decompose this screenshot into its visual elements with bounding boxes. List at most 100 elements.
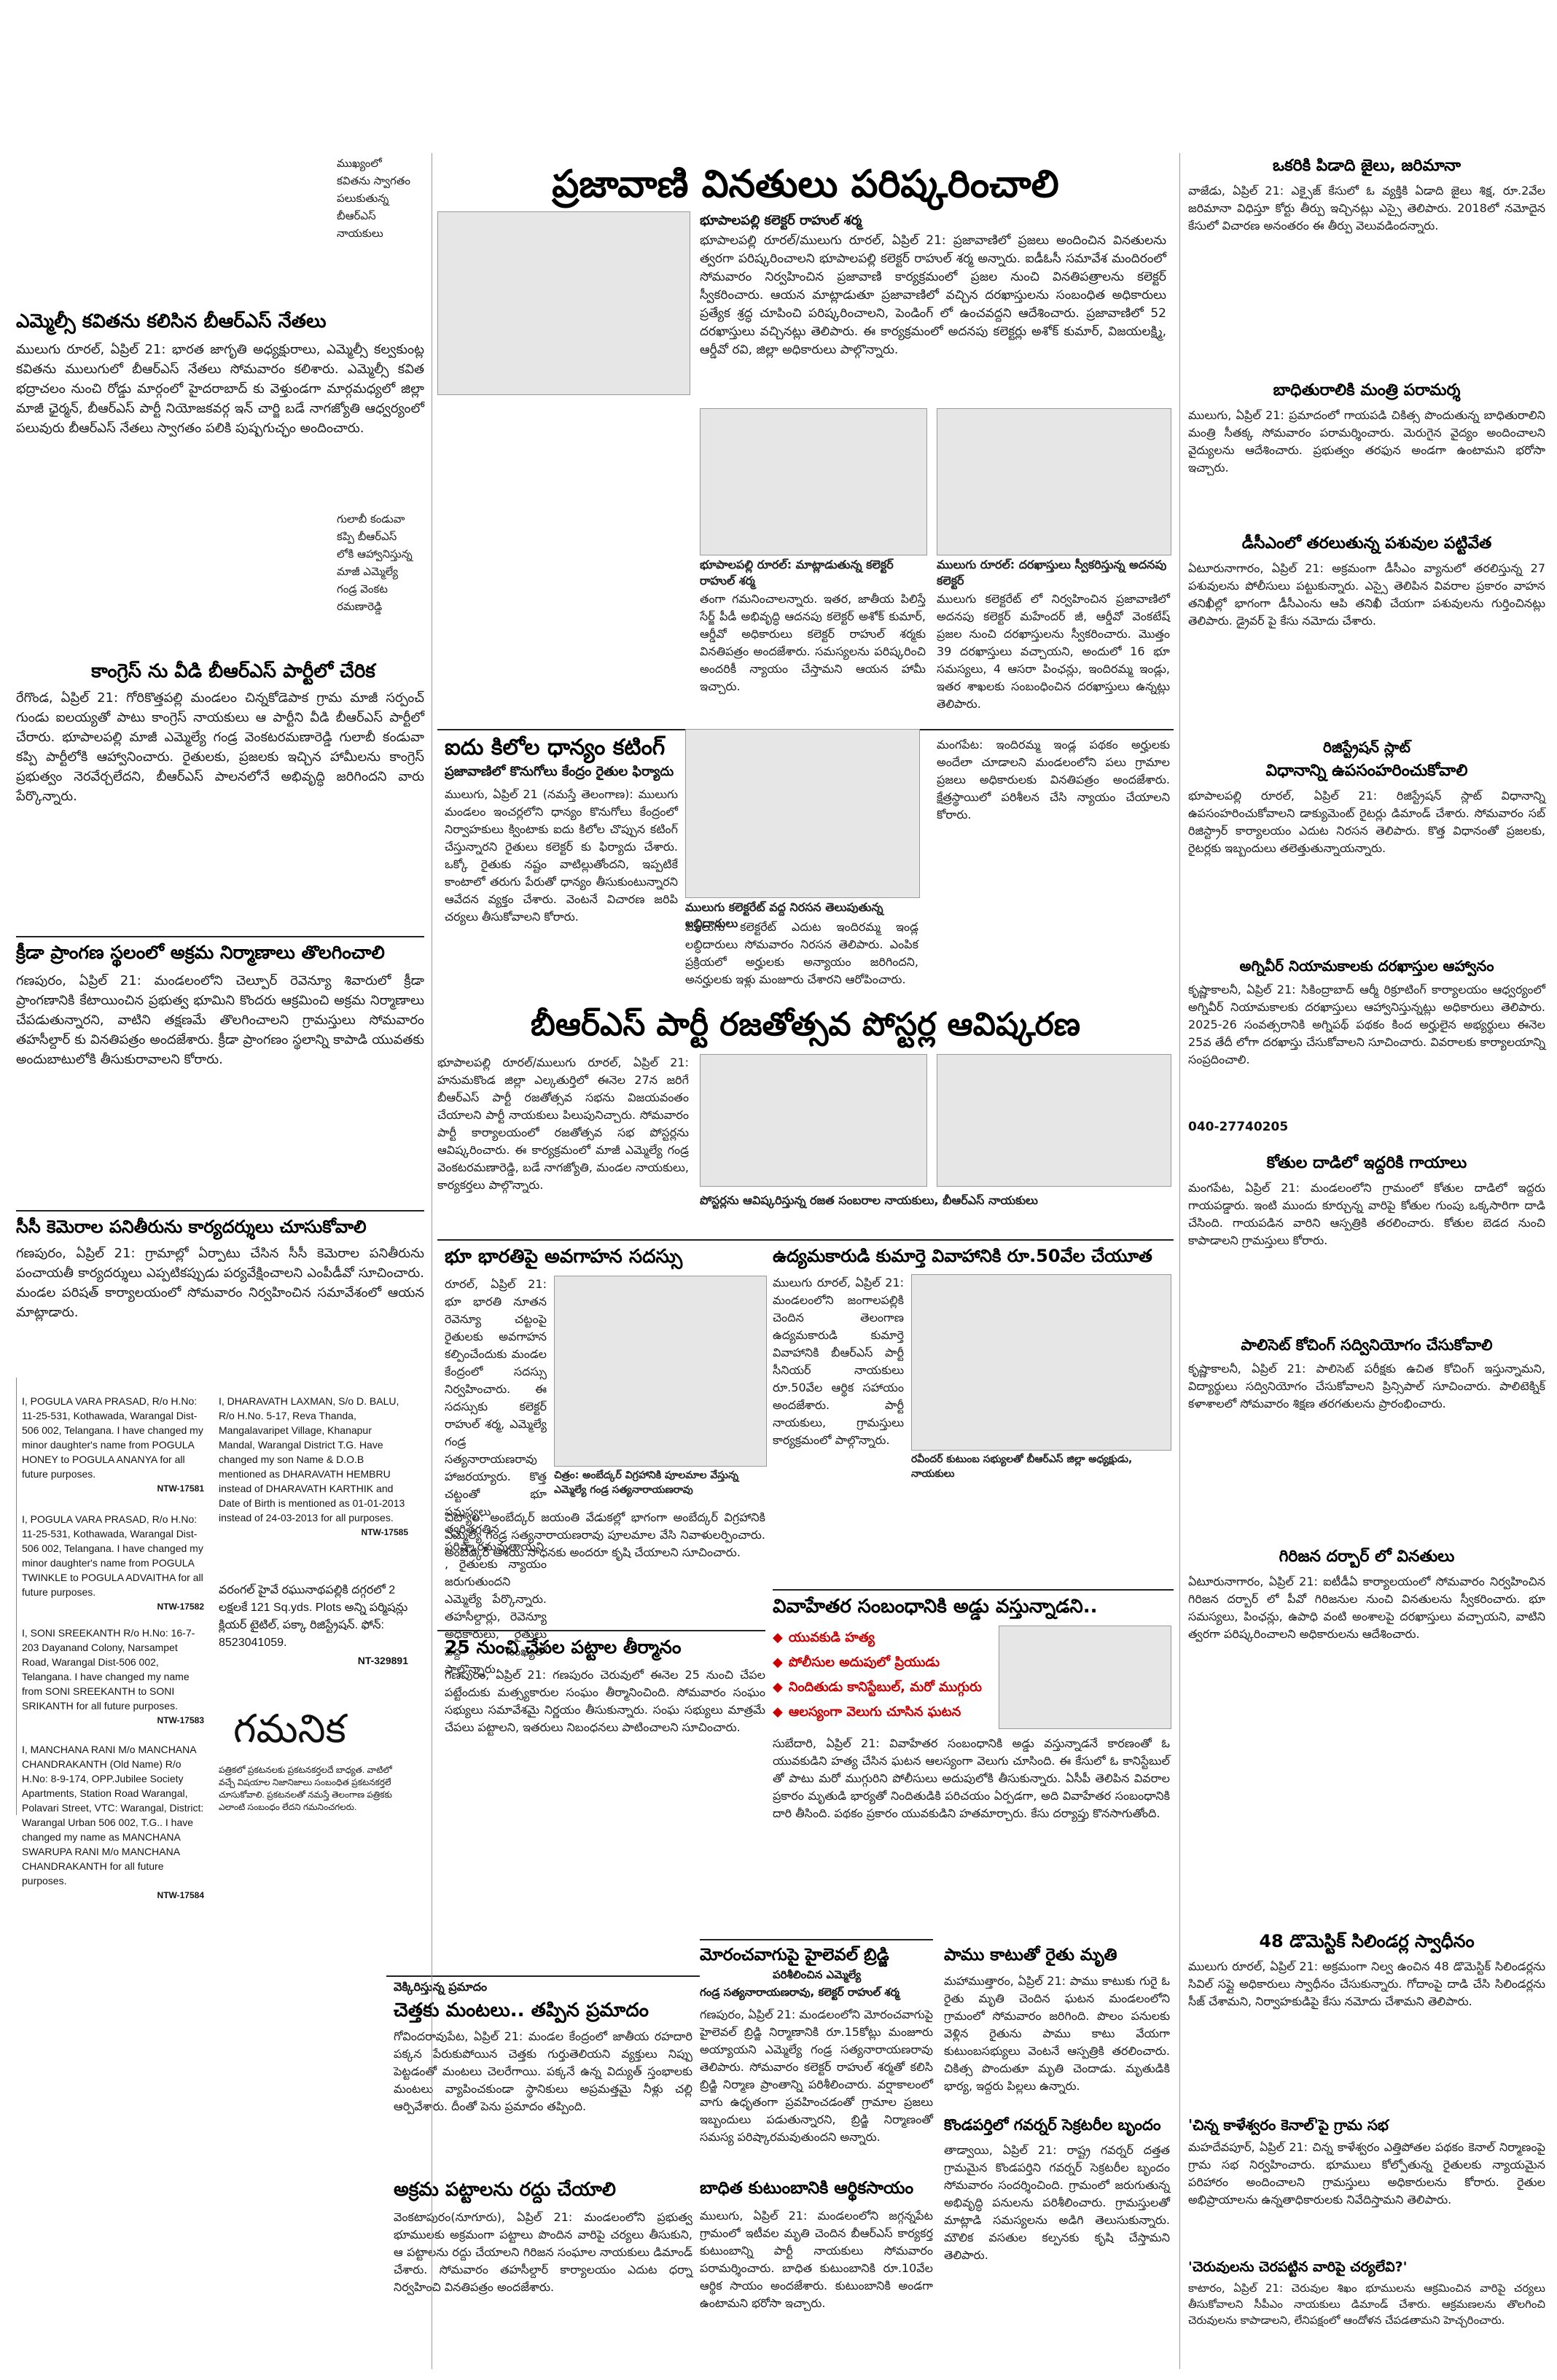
- affair-bullet: ◆నిందితుడు కానిస్టేబుల్, మరో ముగ్గురు: [773, 1679, 982, 1695]
- congress-headline: కాంగ్రెస్ ను వీడి బీఆర్ఎస్ పార్టీలో చేరి…: [91, 660, 375, 682]
- bullet-icon: ◆: [773, 1704, 783, 1720]
- bullet-icon: ◆: [773, 1655, 783, 1670]
- collector-photo: [437, 211, 690, 395]
- dcm-body: ఏటూరునాగారం, ఏప్రిల్ 21: అక్రమంగా డీసీఎం…: [1188, 561, 1545, 628]
- badhita-headline: బాధిత కుటుంబానికి ఆర్థికసాయం: [700, 2179, 914, 2198]
- chetrala-body: గోవిందరావుపేట, ఏప్రిల్ 21: మండల కేంద్రంల…: [394, 2029, 692, 2113]
- ad-name-change: I, POGULA VARA PRASAD, R/o H.No: 11-25-5…: [22, 1394, 204, 1496]
- canal-body: మహదేవపూర్, ఏప్రిల్ 21: చిన్న కాళేశ్వరం ఎ…: [1188, 2140, 1545, 2207]
- wedding-aid-caption: రవీందర్ కుటుంబ సభ్యులతో బీఆర్ఎస్ జిల్లా …: [911, 1454, 1133, 1480]
- agniveer-phone: 040-27740205: [1188, 1120, 1289, 1134]
- affair-headline: వివాహేతర సంబంధానికి అడ్డు వస్తున్నాడని..: [773, 1596, 1098, 1618]
- lake-body: కాటారం, ఏప్రిల్ 21: చెరువుల శిఖం భూములను…: [1188, 2282, 1545, 2327]
- indiramma-body: మంగపేట: ఇందిరమ్మ ఇండ్ల పథకం అర్హులకు అంద…: [937, 738, 1170, 822]
- bhupalpally-body: తంగా గమనించాలన్నారు. ఇతర, జాతీయ పిలిస్తే…: [700, 592, 926, 693]
- ad-tag: NTW-17585: [361, 1527, 408, 1537]
- cctv-headline: సీసీ కెమెరాల పనితీరును కార్యదర్శులు చూసు…: [16, 1217, 367, 1237]
- slots-headline: 25 నుంచి చేపల పట్టాల తీర్మానం: [445, 1636, 682, 1658]
- protest-photo: [685, 729, 920, 898]
- slots-body: గణపురం, ఏప్రిల్ 21: గణపురం చెరువులో ఈనెల…: [445, 1668, 765, 1734]
- kavitha-headline: ఎమ్మెల్సీ కవితను కలిసిన బీఆర్ఎస్ నేతలు: [16, 311, 327, 332]
- dcm-headline: డీసీఎంలో తరలుతున్న పశువుల పట్టివేత: [1241, 534, 1492, 553]
- ad-tag: NTW-17584: [157, 1890, 204, 1900]
- minister-headline: బాధితురాలికి మంత్రి పరామర్శ: [1273, 381, 1461, 399]
- canal-headline: 'చిన్న కాళేశ్వరం కెనాల్'పై గ్రామ సభ: [1188, 2116, 1389, 2134]
- girijana-body: ఏటూరునాగారం, ఏప్రిల్ 21: ఐటీడీఏ కార్యాలయ…: [1188, 1575, 1545, 1641]
- affair-bullets: ◆యువకుడి హత్య ◆పోలీసుల అదుపులో ప్రియుడు …: [773, 1626, 991, 1725]
- badhita-body: ములుగు, ఏప్రిల్ 21: మండలంలోని జగ్గన్నపేట…: [700, 2209, 933, 2310]
- reg-headline: విధానాన్ని ఉపసంహరించుకోవాలి: [1265, 762, 1468, 780]
- grain-headline: ఐదు కిలోల ధాన్యం కటింగ్: [445, 735, 666, 760]
- cylinder-body: ములుగు రూరల్, ఏప్రిల్ 21: అక్రమంగా నిల్వ…: [1188, 1959, 1545, 2008]
- protest-body: ములుగు కలెక్టరేట్ ఎదుట ఇందిరమ్మ ఇండ్ల లబ…: [685, 920, 918, 986]
- girijana-headline: గిరిజన దర్బార్ లో వినతులు: [1279, 1548, 1455, 1566]
- ad-dob-change: I, DHARAVATH LAXMAN, S/o D. BALU, R/o H.…: [219, 1394, 408, 1540]
- lake-headline: 'చెరువులను చెరపట్టిన వారిపై చర్యలేవి?': [1188, 2259, 1408, 2275]
- bhupalpally-caption: భూపాలపల్లి రూరల్: మాట్లాడుతున్న కలెక్టర్…: [700, 558, 894, 588]
- ad-text: I, DHARAVATH LAXMAN, S/o D. BALU, R/o H.…: [219, 1395, 405, 1523]
- kodi-headline: కోతుల దాడిలో ఇద్దరికి గాయాలు: [1266, 1154, 1467, 1172]
- affair-bullet: ◆యువకుడి హత్య: [773, 1630, 875, 1645]
- ad-tag: NTW-17583: [157, 1715, 204, 1725]
- mulugu-caption: ములుగు రూరల్: దరఖాస్తులు స్వీకరిస్తున్న …: [937, 558, 1167, 588]
- gamanika-body: పత్రికలో ప్రకటనలకు ప్రకటనకర్తలదే బాధ్యత.…: [219, 1765, 392, 1812]
- ad-text: వరంగల్ హైవే రఘునాథపల్లికి దగ్గరలో 2 లక్ష…: [219, 1584, 408, 1649]
- grain-body: ములుగు, ఏప్రిల్ 21 (నమస్తే తెలంగాణ): ముల…: [445, 787, 678, 924]
- agniveer-headline: అగ్నివీర్ నియామకాలకు దరఖాస్తుల ఆహ్వానం: [1239, 957, 1494, 975]
- governor-headline: కొండపర్తిలో గవర్నర్ సెక్రటరీల బృందం: [944, 2116, 1161, 2134]
- bhubharati-headline: భూ భారతిపై అవగాహన సదస్సు: [445, 1246, 683, 1268]
- chetrala-kicker: వెక్కిరిస్తున్న ప్రమాదం: [394, 1980, 488, 1994]
- snake-body: మహాముత్తారం, ఏప్రిల్ 21: పాము కాటుకు గుర…: [944, 1974, 1170, 2093]
- ad-text: I, POGULA VARA PRASAD, R/o H.No: 11-25-5…: [22, 1395, 203, 1480]
- kavitha-body: ములుగు రూరల్, ఏప్రిల్ 21: భారత జాగృతి అధ…: [16, 342, 424, 436]
- congress-body: రేగొండ, ఏప్రిల్ 21: గోరికొత్తపల్లి మండలం…: [16, 690, 424, 804]
- bridge-headline: మోరంచవాగుపై హైలెవల్ బ్రిడ్జి: [700, 1946, 889, 1965]
- akrama-headline: అక్రమ పట్టాలను రద్దు చేయాలి: [394, 2179, 616, 2201]
- bhubharati-body: రూరల్, ఏప్రిల్ 21: భూ భారతి నూతన రెవెన్య…: [445, 1277, 547, 1676]
- cctv-body: గణపురం, ఏప్రిల్ 21: గ్రామాల్లో ఏర్పాటు చ…: [16, 1246, 424, 1320]
- snake-headline: పాము కాటుతో రైతు మృతి: [944, 1946, 1117, 1965]
- governor-body: తాడ్వాయి, ఏప్రిల్ 21: రాష్ట్ర గవర్నర్ దత…: [944, 2143, 1170, 2262]
- bridge-body: గణపురం, ఏప్రిల్ 21: మండలంలోని మోరంచవాగుప…: [700, 2008, 933, 2144]
- wedding-aid-photo: [911, 1274, 1171, 1451]
- krida-body: గణపురం, ఏప్రిల్ 21: మండలంలోని చెల్పూర్ ర…: [16, 973, 424, 1067]
- ad-plots: వరంగల్ హైవే రఘునాథపల్లికి దగ్గరలో 2 లక్ష…: [219, 1582, 408, 1669]
- ad-text: I, MANCHANA RANI M/o MANCHANA CHANDRAKAN…: [22, 1744, 204, 1887]
- column-divider: [1179, 153, 1180, 2369]
- kodi-body: మంగపేట, ఏప్రిల్ 21: మండలంలోని గ్రామంలో క…: [1188, 1181, 1545, 1247]
- jail-body: వాజేడు, ఏప్రిల్ 21: ఎక్సైజ్ కేసులో ఓ వ్య…: [1188, 184, 1545, 233]
- grain-subhead: ప్రజావాణిలో కొనుగోలు కేంద్రం రైతుల ఫిర్య…: [445, 764, 674, 779]
- ad-tag: NTW-17582: [157, 1601, 204, 1612]
- kavitha-photo-note: ముఖ్యంలో కవితను స్వాగతం పలుకుతున్న బీఆర్…: [337, 157, 411, 240]
- krida-headline: క్రీడా ప్రాంగణ స్థలంలో అక్రమ నిర్మాణాలు …: [16, 942, 385, 963]
- ad-name-change: I, SONI SREEKANTH R/o H.No: 16-7-203 Day…: [22, 1626, 204, 1728]
- poster-photo-1: [700, 1054, 927, 1187]
- ambedkar-body: చిట్యాల: అంబేద్కర్ జయంతి వేడుకల్లో భాగంగ…: [445, 1510, 765, 1559]
- main-byline: భూపాలపల్లి కలెక్టర్ రాహుల్ శర్మ: [700, 213, 862, 228]
- jail-headline: ఒకరికి పిడాది జైలు, జరిమానా: [1273, 157, 1461, 175]
- polycet-headline: పాలిసెట్ కోచింగ్ సద్వినియోగం చేసుకోవాలి: [1241, 1336, 1493, 1354]
- protest-caption: ములుగు కలెక్టరేట్ వద్ద నిరసన తెలుపుతున్న…: [685, 900, 883, 930]
- ad-text: I, SONI SREEKANTH R/o H.No: 16-7-203 Day…: [22, 1627, 195, 1712]
- polycet-body: కృష్ణాకాలనీ, ఏప్రిల్ 21: పాలిసెట్ పరీక్ష…: [1188, 1362, 1545, 1411]
- divider: [16, 936, 424, 937]
- poster-body: భూపాలపల్లి రూరల్/ములుగు రూరల్, ఏప్రిల్ 2…: [437, 1056, 689, 1192]
- chetrala-headline: చెత్తకు మంటలు.. తప్పిన ప్రమాదం: [394, 1999, 649, 2021]
- divider: [16, 1210, 424, 1212]
- wedding-aid-headline: ఉద్యమకారుడి కుమార్తె వివాహానికి రూ.50వేల…: [773, 1246, 1152, 1266]
- cylinder-headline: 48 డొమెస్టిక్ సిలిండర్ల స్వాధీనం: [1259, 1931, 1475, 1951]
- bridge-byline: పరిశీలించిన ఎమ్మెల్యే: [773, 1968, 862, 1981]
- reg-body: భూపాలపల్లి రూరల్, ఏప్రిల్ 21: రిజిస్ట్రే…: [1188, 789, 1545, 855]
- divider: [437, 1239, 1174, 1241]
- affair-bullet: ◆పోలీసుల అదుపులో ప్రియుడు: [773, 1655, 940, 1670]
- bullet-icon: ◆: [773, 1679, 783, 1695]
- wedding-aid-body: ములుగు రూరల్, ఏప్రిల్ 21: మండలంలోని జంగా…: [773, 1276, 904, 1447]
- ad-name-change: I, MANCHANA RANI M/o MANCHANA CHANDRAKAN…: [22, 1742, 204, 1903]
- minister-body: ములుగు, ఏప్రిల్ 21: ప్రమాదంలో గాయపడి చిక…: [1188, 408, 1545, 475]
- akrama-body: వెంకటాపురం(నూగూరు), ఏప్రిల్ 21: మండలంలోన…: [394, 2210, 692, 2294]
- bullet-icon: ◆: [773, 1630, 783, 1645]
- mulugu-body: ములుగు కలెక్టరేట్ లో నిర్వహించిన ప్రజావా…: [937, 592, 1170, 711]
- ad-tag: NTW-17581: [157, 1483, 204, 1494]
- divider: [700, 1939, 933, 1940]
- ad-name-change: I, POGULA VARA PRASAD, R/o H.No: 11-25-5…: [22, 1512, 204, 1614]
